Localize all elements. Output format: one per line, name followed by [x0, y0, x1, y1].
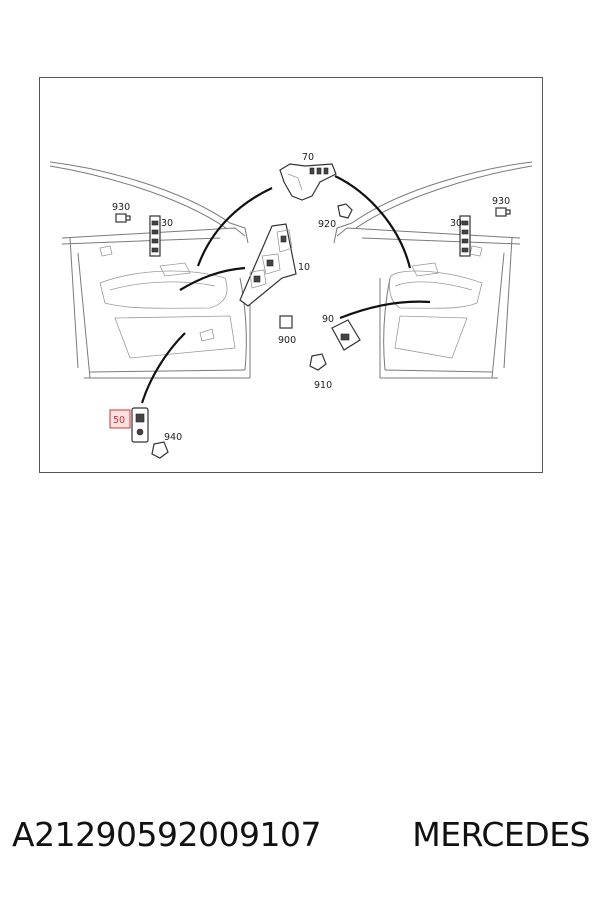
connector-910 — [309, 353, 327, 371]
highlight-box-50 — [109, 409, 131, 429]
part-50-lock-switch — [131, 407, 149, 443]
part-number: A21290592009107 — [12, 814, 322, 854]
part-30-left-switch-strip — [149, 215, 161, 257]
arrow-50-to-left-door — [140, 332, 186, 404]
callout-90: 90 — [322, 314, 334, 325]
connector-930-right — [495, 207, 511, 217]
callout-50-highlighted: 50 — [113, 415, 125, 426]
callout-930-right: 930 — [492, 196, 510, 207]
callout-910: 910 — [314, 380, 332, 391]
part-10-window-switch-block — [239, 223, 297, 307]
connector-900 — [279, 315, 293, 329]
caption-bar: A21290592009107 MERCEDES — [12, 806, 590, 862]
brand-name: MERCEDES — [412, 814, 590, 854]
arrow-70-to-right-door — [334, 175, 412, 269]
callout-70: 70 — [302, 152, 314, 163]
arrow-90-to-right-door — [339, 300, 431, 320]
callout-900: 900 — [278, 335, 296, 346]
connector-940 — [151, 441, 169, 459]
callout-10: 10 — [298, 262, 310, 273]
arrow-70-to-left-door — [196, 187, 273, 267]
right-door-outline — [333, 161, 533, 379]
callout-930-left: 930 — [112, 202, 130, 213]
left-door-outline — [49, 161, 251, 379]
part-90-single-switch — [331, 319, 361, 351]
callout-30-right: 30 — [450, 218, 462, 229]
diagram-frame: 70 920 30 930 30 930 10 — [39, 77, 543, 473]
arrow-10-to-left-door — [179, 266, 246, 291]
callout-940: 940 — [164, 432, 182, 443]
parts-diagram: 70 920 30 930 30 930 10 — [49, 152, 533, 459]
part-70-seat-switch — [279, 163, 337, 201]
callout-30-left: 30 — [161, 218, 173, 229]
connector-930-left — [115, 213, 131, 223]
callout-920: 920 — [318, 219, 336, 230]
part-30-right-switch-strip — [459, 215, 471, 257]
connector-920 — [337, 203, 353, 219]
